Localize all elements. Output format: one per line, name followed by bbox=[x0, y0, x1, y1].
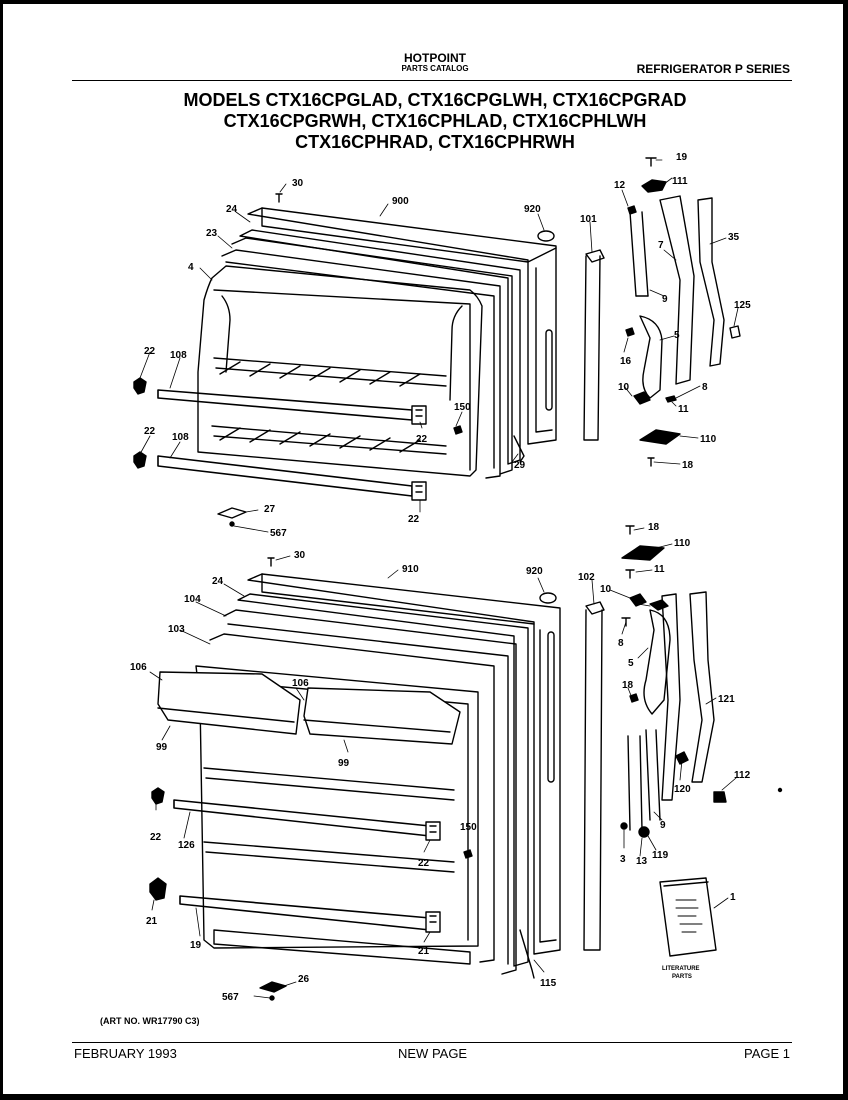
part-label-3: 3 bbox=[620, 854, 626, 865]
freezer-door-assembly bbox=[133, 193, 605, 527]
part-label-12: 12 bbox=[614, 180, 626, 191]
part-label-99: 99 bbox=[156, 742, 168, 753]
part-label-18: 18 bbox=[622, 680, 634, 691]
part-label-150: 150 bbox=[454, 402, 471, 413]
models-line-1: MODELS CTX16CPGLAD, CTX16CPGLWH, CTX16CP… bbox=[183, 90, 687, 110]
part-label-115: 115 bbox=[540, 978, 557, 989]
part-label-27: 27 bbox=[264, 504, 276, 515]
part-label-920: 920 bbox=[524, 204, 541, 215]
literature-label: LITERATURE bbox=[662, 966, 700, 972]
part-label-108: 108 bbox=[172, 432, 189, 443]
models-title: MODELS CTX16CPGLAD, CTX16CPGLWH, CTX16CP… bbox=[110, 90, 760, 153]
part-label-22: 22 bbox=[144, 426, 156, 437]
part-label-7: 7 bbox=[658, 240, 664, 251]
footer-rule bbox=[72, 1042, 792, 1043]
part-label-101: 101 bbox=[580, 214, 597, 225]
literature-booklet bbox=[659, 877, 717, 957]
part-label-24: 24 bbox=[212, 576, 224, 587]
part-label-103: 103 bbox=[168, 624, 185, 635]
part-label-110: 110 bbox=[674, 538, 691, 549]
part-label-110: 110 bbox=[700, 434, 717, 445]
part-label-5: 5 bbox=[674, 330, 680, 341]
literature-parts-label: PARTS bbox=[672, 974, 692, 980]
header-rule bbox=[72, 80, 792, 81]
part-label-106: 106 bbox=[292, 678, 309, 689]
part-label-22: 22 bbox=[416, 434, 428, 445]
part-label-19: 19 bbox=[190, 940, 202, 951]
models-line-3: CTX16CPHRAD, CTX16CPHRWH bbox=[295, 132, 575, 152]
models-line-2: CTX16CPGRWH, CTX16CPHLAD, CTX16CPHLWH bbox=[223, 111, 647, 131]
part-label-900: 900 bbox=[392, 196, 409, 207]
part-label-10: 10 bbox=[618, 382, 630, 393]
part-label-24: 24 bbox=[226, 204, 238, 215]
part-label-9: 9 bbox=[662, 294, 668, 305]
part-label-126: 126 bbox=[178, 840, 195, 851]
part-label-106: 106 bbox=[130, 662, 147, 673]
part-label-567: 567 bbox=[222, 992, 239, 1003]
part-label-111: 111 bbox=[672, 176, 688, 187]
part-label-22: 22 bbox=[144, 346, 156, 357]
part-label-8: 8 bbox=[618, 638, 624, 649]
part-label-21: 21 bbox=[418, 946, 430, 957]
part-label-910: 910 bbox=[402, 564, 419, 575]
part-label-11: 11 bbox=[678, 404, 689, 415]
page-border-left bbox=[0, 0, 3, 1100]
part-label-99: 99 bbox=[338, 758, 350, 769]
part-label-104: 104 bbox=[184, 594, 201, 605]
part-label-21: 21 bbox=[146, 916, 158, 927]
part-label-29: 29 bbox=[514, 460, 526, 471]
part-label-119: 119 bbox=[652, 850, 669, 861]
part-label-4: 4 bbox=[188, 262, 194, 273]
fresh-food-door-assembly bbox=[149, 557, 605, 1001]
brand-name: HOTPOINT bbox=[404, 51, 466, 65]
part-label-150: 150 bbox=[460, 822, 477, 833]
part-label-10: 10 bbox=[600, 584, 612, 595]
part-label-35: 35 bbox=[728, 232, 740, 243]
art-number: (ART NO. WR17790 C3) bbox=[100, 1016, 200, 1026]
page-border-bottom bbox=[0, 1094, 848, 1100]
part-label-30: 30 bbox=[292, 178, 304, 189]
leader-lines bbox=[139, 159, 739, 999]
part-label-22: 22 bbox=[408, 514, 420, 525]
part-label-102: 102 bbox=[578, 572, 595, 583]
part-number-labels: 30 900 920 24 23 4 22 108 22 150 22 108 … bbox=[130, 152, 751, 1003]
part-label-18: 18 bbox=[682, 460, 694, 471]
part-label-30: 30 bbox=[294, 550, 306, 561]
footer-page-number: PAGE 1 bbox=[743, 1046, 790, 1061]
part-label-23: 23 bbox=[206, 228, 218, 239]
part-label-121: 121 bbox=[718, 694, 735, 705]
part-label-13: 13 bbox=[636, 856, 648, 867]
part-label-18: 18 bbox=[648, 522, 660, 533]
series-label: REFRIGERATOR P SERIES bbox=[636, 62, 790, 76]
footer-date: FEBRUARY 1993 bbox=[74, 1046, 177, 1061]
part-label-125: 125 bbox=[734, 300, 751, 311]
part-label-5: 5 bbox=[628, 658, 634, 669]
part-label-8: 8 bbox=[702, 382, 708, 393]
footer-note: NEW PAGE bbox=[398, 1046, 468, 1061]
part-label-16: 16 bbox=[620, 356, 632, 367]
freezer-hinge-parts bbox=[625, 157, 741, 467]
fresh-food-hinge-parts bbox=[620, 525, 783, 838]
brand-block: HOTPOINT PARTS CATALOG bbox=[380, 52, 490, 74]
page-border-right bbox=[843, 0, 848, 1100]
part-label-120: 120 bbox=[674, 784, 691, 795]
part-label-9: 9 bbox=[660, 820, 666, 831]
part-label-1: 1 bbox=[730, 892, 736, 903]
catalog-label: PARTS CATALOG bbox=[401, 64, 469, 73]
part-label-920: 920 bbox=[526, 566, 543, 577]
part-label-19: 19 bbox=[676, 152, 688, 163]
part-label-112: 112 bbox=[734, 770, 751, 781]
part-label-567: 567 bbox=[270, 528, 287, 539]
part-label-22: 22 bbox=[418, 858, 430, 869]
part-label-22: 22 bbox=[150, 832, 162, 843]
part-label-108: 108 bbox=[170, 350, 187, 361]
part-label-26: 26 bbox=[298, 974, 310, 985]
page-border-top bbox=[0, 0, 848, 4]
part-label-11: 11 bbox=[654, 564, 665, 575]
